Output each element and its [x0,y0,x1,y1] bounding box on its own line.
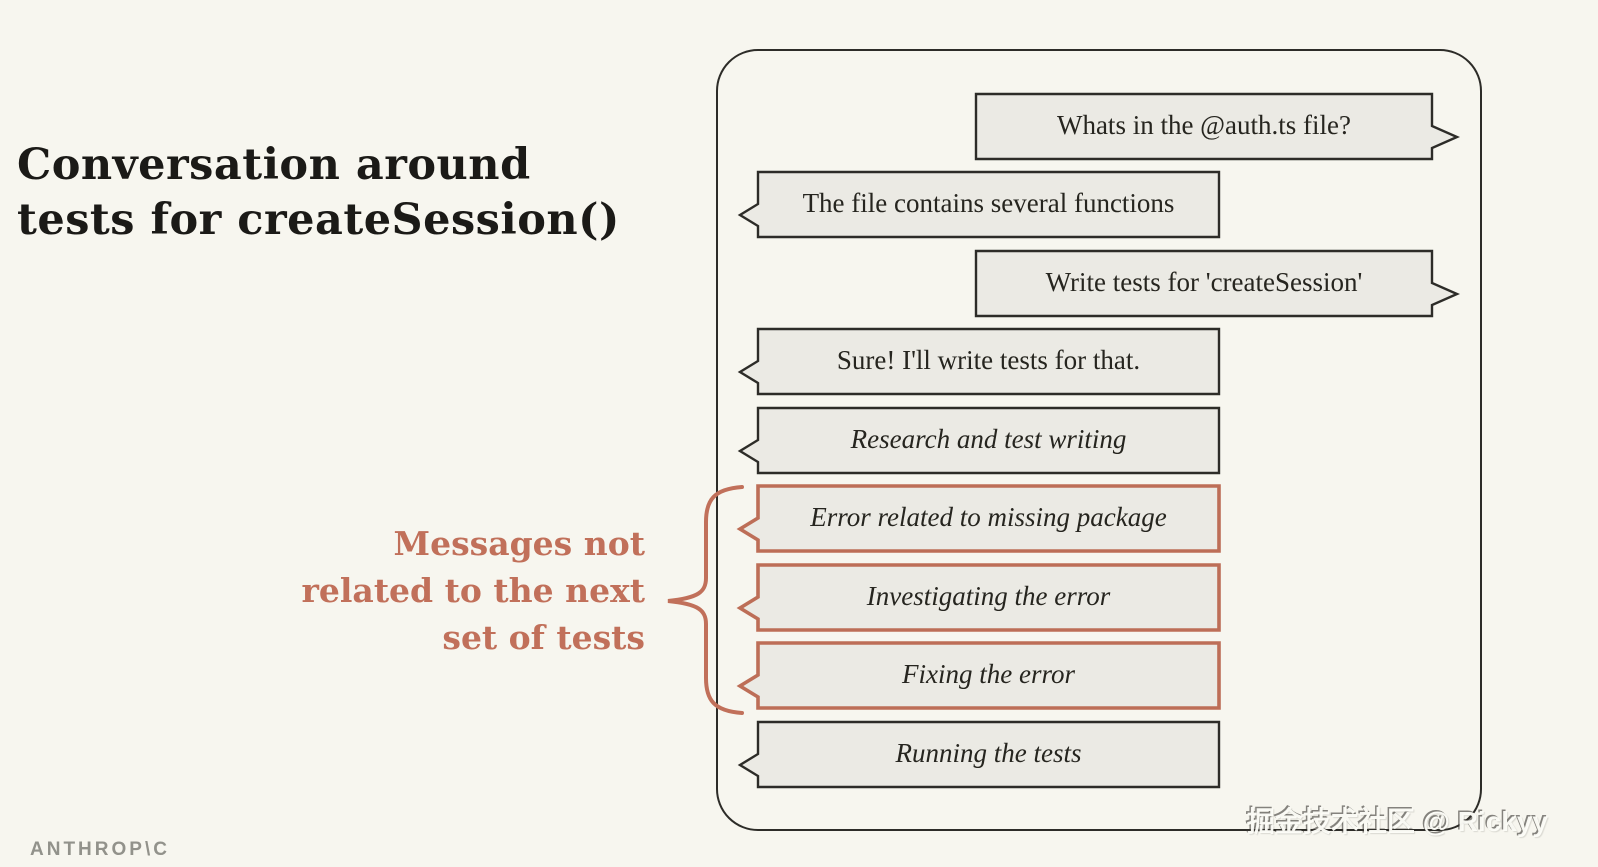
speech-bubble-left-tail-icon [737,406,1221,475]
annotation-line-1: Messages not [393,524,645,563]
message-bubble-running-tests: Running the tests [737,720,1221,789]
speech-bubble-left-tail-icon [736,641,1221,710]
curly-brace-icon [667,485,744,715]
message-bubble-investigating: Investigating the error [736,563,1221,632]
message-text: Fixing the error [902,659,1075,689]
message-text: Investigating the error [866,581,1111,611]
conversation-frame [716,49,1482,831]
message-text: Whats in the @auth.ts file? [1056,110,1352,140]
title-line-1: Conversation around [17,140,531,190]
message-text: Running the tests [895,738,1082,768]
message-bubble-fixing: Fixing the error [736,641,1221,710]
message-bubble-activity-research: Research and test writing [737,406,1221,475]
speech-bubble-left-tail-icon [736,563,1221,632]
message-text: Error related to missing package [810,502,1167,532]
message-text: The file contains several functions [802,188,1175,218]
speech-bubble-left-tail-icon [736,484,1221,553]
message-text: Write tests for 'createSession' [1045,267,1363,297]
message-bubble-assistant-1: The file contains several functions [737,170,1221,239]
message-bubble-user-2: Write tests for 'createSession' [974,249,1460,318]
message-bubble-assistant-2: Sure! I'll write tests for that. [737,327,1221,396]
page-title: Conversation around tests for createSess… [17,138,620,248]
speech-bubble-left-tail-icon [737,170,1221,239]
speech-bubble-left-tail-icon [737,327,1221,396]
message-text: Sure! I'll write tests for that. [836,345,1141,375]
anthropic-logo: ANTHROP\C [30,839,170,860]
message-bubble-user-1: Whats in the @auth.ts file? [974,92,1460,161]
message-text: Research and test writing [850,424,1127,454]
speech-bubble-right-tail-icon [974,92,1460,161]
annotation-line-3: set of tests [442,618,645,657]
speech-bubble-right-tail-icon [974,249,1460,318]
title-line-2: tests for createSession() [17,195,620,245]
annotation-line-2: related to the next [301,571,645,610]
speech-bubble-left-tail-icon [737,720,1221,789]
watermark-text: 掘金技术社区 @ Rickyy [1246,806,1548,837]
message-bubble-error: Error related to missing package [736,484,1221,553]
annotation-label: Messages not related to the next set of … [215,520,645,661]
